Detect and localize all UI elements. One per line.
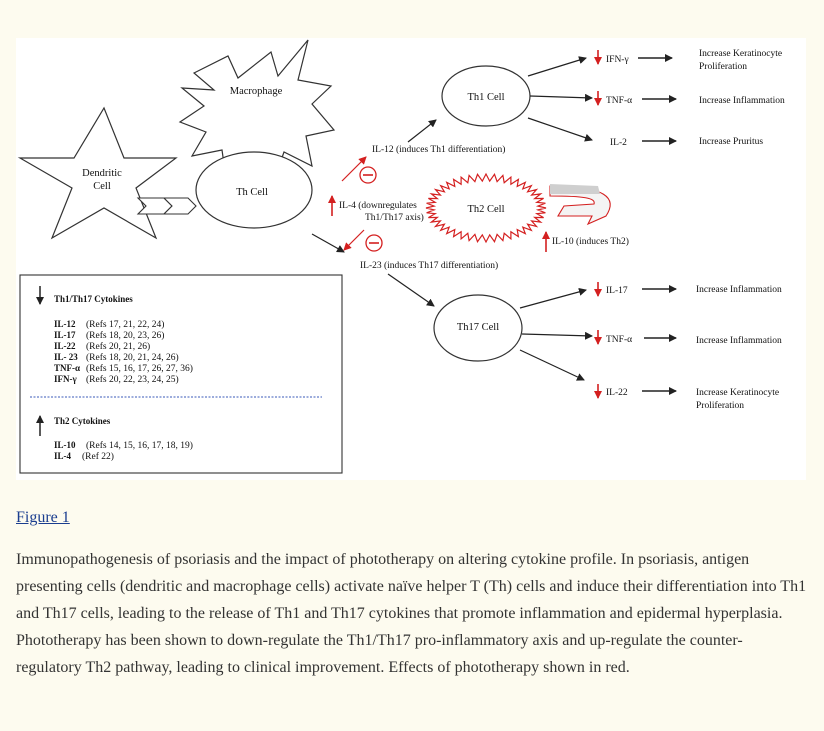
legend-cytokine-refs: (Refs 15, 16, 17, 26, 27, 36) — [86, 363, 193, 374]
th-to-il23-arrow — [311, 233, 345, 253]
th1-cytokine-row: TNF-α Increase Inflammation — [594, 91, 785, 106]
th-to-il23-red-arrow — [343, 229, 365, 251]
th-cell-label: Th Cell — [236, 187, 268, 198]
legend-cytokine-name: IL-12 — [54, 319, 76, 329]
figure-link[interactable]: Figure 1 — [16, 509, 70, 526]
legend-th1-title: Th1/Th17 Cytokines — [54, 294, 133, 304]
cytokine-effect-1: Increase Inflammation — [696, 284, 782, 295]
cytokine-legend: Th1/Th17 Cytokines IL-12 (Refs 17, 21, 22… — [19, 274, 343, 474]
legend-cytokine-name: IFN-γ — [54, 374, 77, 384]
th-to-th1-arrow — [407, 119, 437, 143]
psoriasis-diagram: Dendritic Cell Macrophage Th Cell Th1 Ce… — [16, 38, 806, 480]
th17-cytokine-row: IL-22 Increase Keratinocyte Proliferatio… — [594, 384, 779, 411]
macrophage-label: Macrophage — [230, 86, 283, 97]
legend-cytokine-name: IL-10 — [54, 440, 76, 450]
cytokine-name: TNF-α — [606, 335, 632, 345]
th1-cell-label: Th1 Cell — [467, 92, 504, 103]
dendritic-cell-shape — [17, 106, 178, 240]
legend-cytokine-refs: (Refs 17, 21, 22, 24) — [86, 319, 164, 330]
diagram-canvas: Dendritic Cell Macrophage Th Cell Th1 Ce… — [17, 39, 785, 474]
il23-to-th17-arrow — [387, 273, 435, 307]
th1-cytokine-row: IL-2 Increase Pruritus — [610, 137, 763, 148]
legend-cytokine-name: IL- 23 — [54, 352, 78, 362]
legend-cytokine-refs: (Refs 14, 15, 16, 17, 18, 19) — [86, 440, 193, 451]
th-to-il12-red-arrow — [341, 156, 367, 182]
legend-cytokine-name: IL-22 — [54, 341, 76, 351]
cytokine-effect-1: Increase Pruritus — [699, 137, 763, 147]
il12-label: IL-12 (induces Th1 differentiation) — [372, 144, 505, 155]
th2-cell-shape — [425, 172, 547, 244]
dendritic-label-1: Dendritic — [82, 168, 122, 179]
legend-cytokine-refs: (Refs 18, 20, 23, 26) — [86, 330, 164, 341]
th17-cytokine-row: IL-17 Increase Inflammation — [594, 282, 782, 297]
cytokine-name: IFN-γ — [606, 55, 629, 65]
th17-cell-label: Th17 Cell — [457, 322, 499, 333]
cytokine-effect-2: Proliferation — [699, 61, 747, 72]
macrophage-shape — [178, 39, 336, 188]
th-cell-shape — [195, 151, 313, 229]
legend-cytokine-refs: (Refs 20, 21, 26) — [86, 341, 150, 352]
legend-cytokine-name: IL-17 — [54, 330, 76, 340]
cytokine-name: IL-2 — [610, 138, 627, 148]
il23-label: IL-23 (induces Th17 differentiation) — [360, 260, 498, 271]
legend-cytokine-name: IL-4 — [54, 451, 72, 461]
cytokine-effect-2: Proliferation — [696, 400, 744, 411]
cytokine-effect-1: Increase Inflammation — [696, 335, 782, 346]
il10-label: IL-10 (induces Th2) — [552, 236, 629, 247]
legend-cytokine-refs: (Ref 22) — [82, 451, 114, 462]
cytokine-effect-1: Increase Inflammation — [699, 95, 785, 106]
th17-cytokine-row: TNF-α Increase Inflammation — [594, 330, 782, 346]
legend-cytokine-refs: (Refs 18, 20, 21, 24, 26) — [86, 352, 179, 363]
il4-label-1: IL-4 (downregulates — [339, 200, 417, 211]
th1-cytokine-row: IFN-γ Increase Keratinocyte Proliferatio… — [594, 49, 782, 72]
il4-label-2: Th1/Th17 axis) — [365, 212, 424, 223]
th2-cell-label: Th2 Cell — [467, 204, 504, 215]
legend-cytokine-refs: (Refs 20, 22, 23, 24, 25) — [86, 374, 179, 385]
dendritic-label-2: Cell — [93, 181, 111, 192]
cytokine-effect-1: Increase Keratinocyte — [696, 388, 779, 398]
legend-th2-title: Th2 Cytokines — [54, 416, 111, 426]
cytokine-effect-1: Increase Keratinocyte — [699, 49, 782, 59]
legend-cytokine-name: TNF-α — [54, 363, 80, 373]
th17-cell-shape — [433, 294, 523, 362]
cytokine-name: IL-17 — [606, 286, 628, 296]
figure-caption: Immunopathogenesis of psoriasis and the … — [16, 551, 807, 676]
presentation-arrow-2 — [162, 197, 197, 215]
cytokine-name: TNF-α — [606, 96, 632, 106]
cytokine-name: IL-22 — [606, 388, 628, 398]
